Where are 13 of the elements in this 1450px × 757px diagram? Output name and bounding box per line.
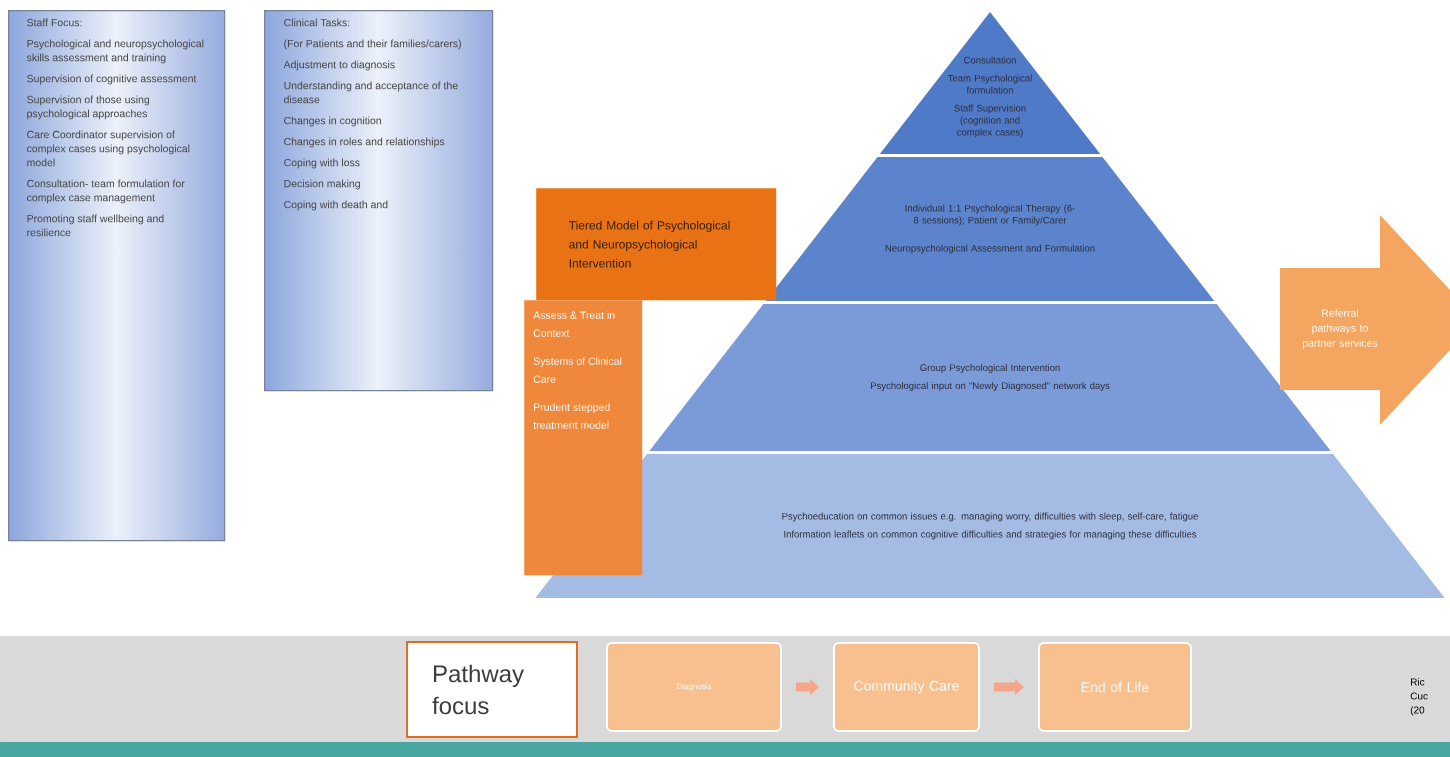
pyramid-tier: Consultation Team Psychological formulation Staff Supervision (cognition and complex cases)	[879, 12, 1101, 154]
arrow-shaped-panel: Referral pathways to partner services	[1280, 215, 1450, 425]
pyramid-tier: Individual 1:1 Psychological Therapy (6-8 sessions); Patient or Family/Carer Neuropsychological Assessment and Formulation	[765, 157, 1215, 301]
pathway-label-box: Pathway focus	[406, 641, 578, 738]
stage-box: Community Care	[833, 642, 980, 732]
text-panel: Clinical Tasks: (For Patients and their families/carers) Adjustment to diagnosis Understanding and acceptance of the disease Changes in cognition Changes in roles and relationships Coping with loss Decision making Coping with death and	[264, 10, 494, 392]
title-box: Tiered Model of Psychological and Neuropsychological Intervention	[536, 188, 777, 301]
pyramid-tier: Psychoeducation on common issues e.g. managing worry, difficulties with sleep, self-care, fatigue Information leaflets on common cognitive difficulties and strategies for managing these difficulties	[535, 454, 1445, 598]
citation-text: Ric Cuc (20	[1410, 678, 1428, 716]
text-panel: Assess & Treat in Context Systems of Clinical Care Prudent stepped treatment model	[524, 300, 643, 576]
stage-box: End of Life	[1038, 642, 1192, 732]
stage-box: Diagnosis	[606, 642, 782, 732]
text-panel: Staff Focus: Psychological and neuropsychological skills assessment and training Supervision of cognitive assessment Supervision of those using psychological approaches Care Coordinator supervision of complex cases using psychological model Consultation- team formulation for complex case management Promoting staff wellbeing and resilience	[8, 10, 226, 542]
